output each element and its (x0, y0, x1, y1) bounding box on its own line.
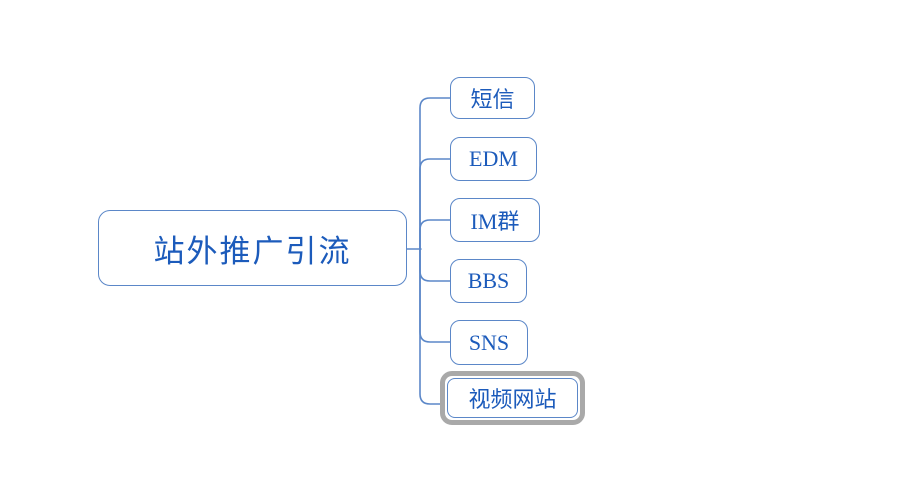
node-label: SNS (468, 329, 510, 355)
node-label: 视频网站 (468, 387, 557, 412)
connector-branch-edm (419, 158, 451, 250)
connector-branch-sms (419, 97, 451, 250)
node-video-sites[interactable]: 视频网站 (447, 378, 578, 418)
node-label: 站外推广引流 (153, 233, 352, 269)
node-root-offsite-promotion[interactable]: 站外推广引流 (98, 210, 407, 286)
node-label: IM群 (470, 209, 520, 234)
node-sns[interactable]: SNS (450, 320, 528, 365)
node-label: BBS (467, 268, 510, 293)
connector-branch-video (419, 248, 443, 405)
node-label: EDM (469, 146, 518, 171)
connector-branch-bbs (419, 248, 451, 282)
connector-branch-sns (419, 248, 451, 343)
node-label: 短信 (470, 87, 515, 112)
node-im-group[interactable]: IM群 (450, 198, 540, 242)
node-edm[interactable]: EDM (450, 137, 537, 181)
node-sms[interactable]: 短信 (450, 77, 535, 119)
selection-ring[interactable]: 视频网站 (440, 371, 585, 425)
connector-branch-im (419, 219, 451, 250)
node-bbs[interactable]: BBS (450, 259, 527, 303)
